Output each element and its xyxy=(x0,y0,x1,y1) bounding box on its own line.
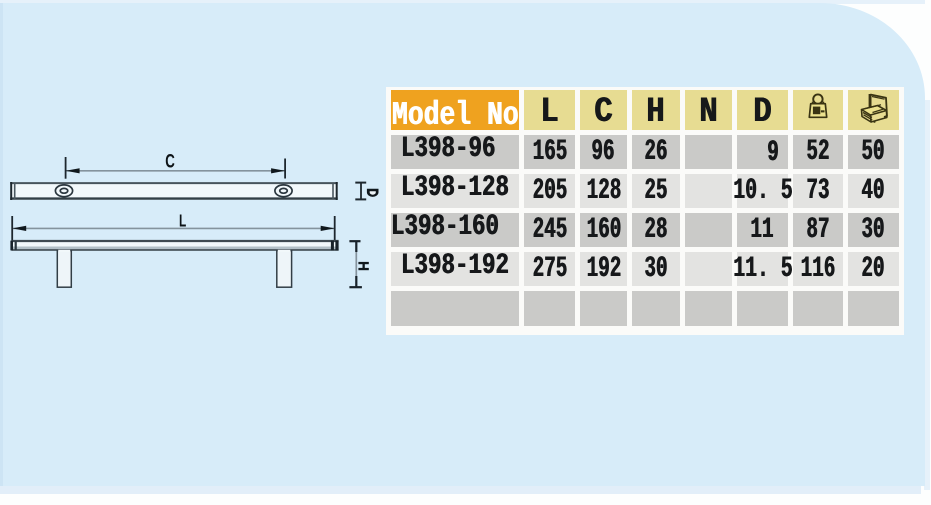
svg-text:C: C xyxy=(165,151,175,172)
svg-text:L: L xyxy=(179,211,186,231)
